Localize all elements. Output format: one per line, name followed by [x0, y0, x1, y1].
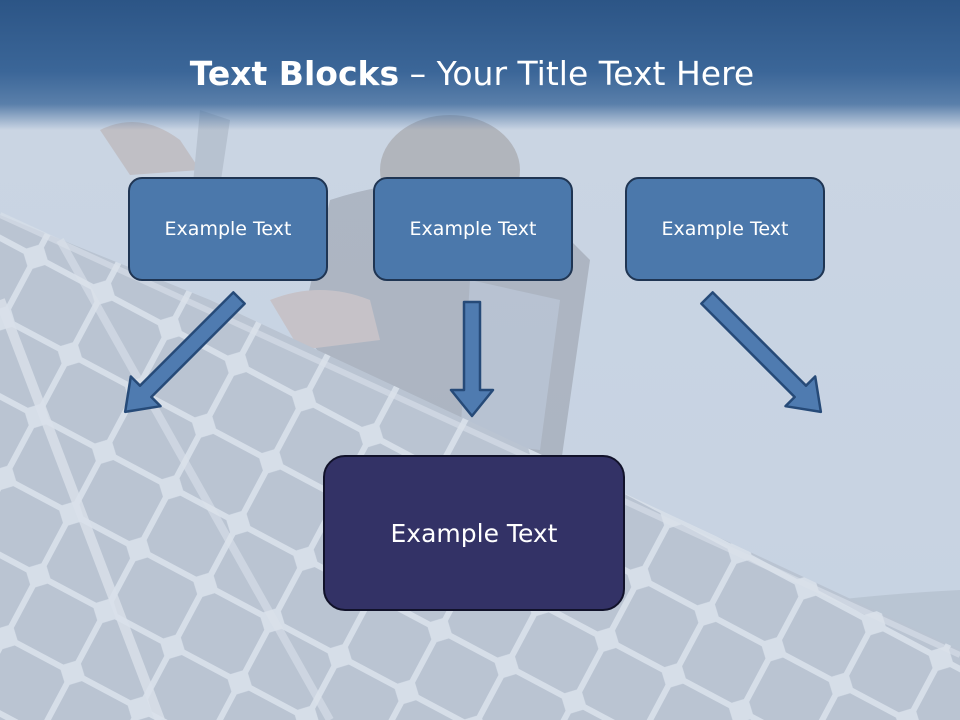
- text-block-left-label: Example Text: [164, 218, 292, 240]
- title-rest-text: – Your Title Text Here: [409, 54, 755, 93]
- arrow-center: [449, 300, 495, 418]
- text-block-right-label: Example Text: [661, 218, 789, 240]
- arrow-right: [700, 291, 823, 414]
- title-band: [0, 0, 960, 130]
- text-block-center-label: Example Text: [409, 218, 537, 240]
- arrow-left: [123, 291, 246, 414]
- text-block-left[interactable]: Example Text: [128, 177, 328, 281]
- slide-title: Text Blocks – Your Title Text Here: [0, 52, 944, 96]
- text-block-bottom[interactable]: Example Text: [323, 455, 625, 611]
- text-block-right[interactable]: Example Text: [625, 177, 825, 281]
- text-block-center[interactable]: Example Text: [373, 177, 573, 281]
- text-block-bottom-label: Example Text: [390, 518, 558, 548]
- title-bold-text: Text Blocks: [189, 54, 400, 93]
